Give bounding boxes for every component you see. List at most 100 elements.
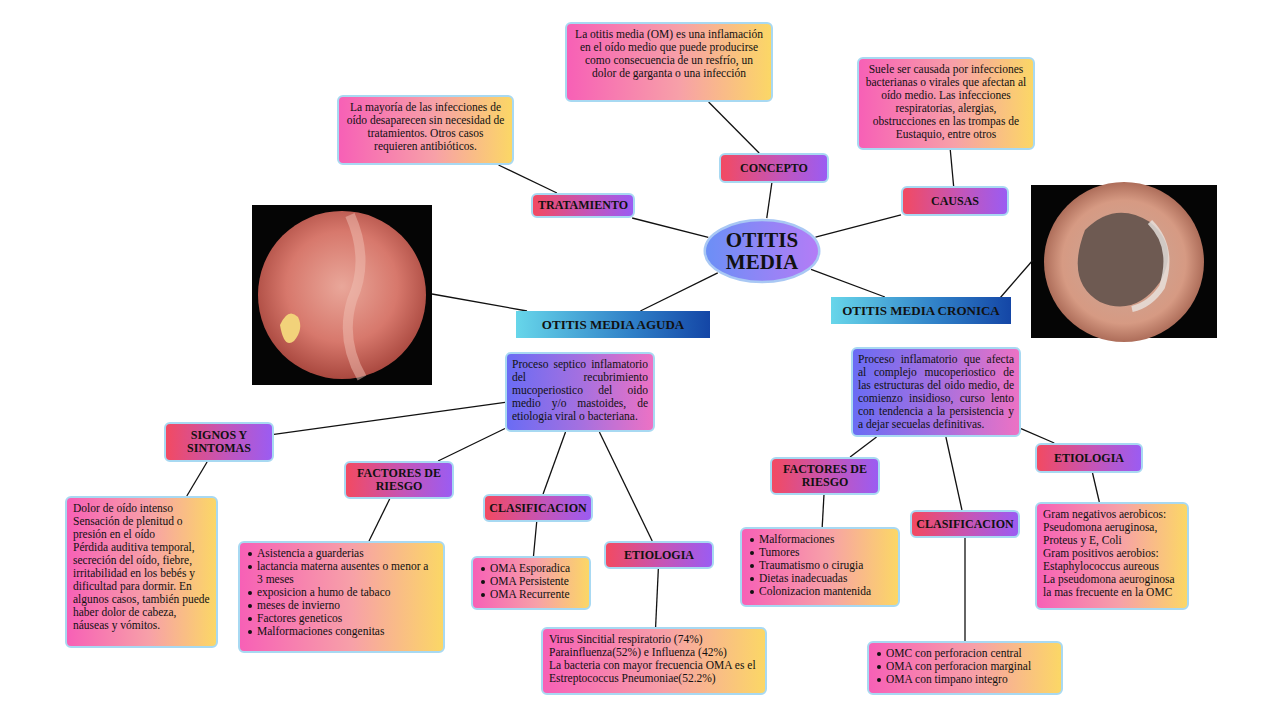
topic-label: CLASIFICACION (910, 510, 1020, 538)
branch-band: OTITIS MEDIA AGUDA (516, 311, 710, 338)
connector-line (640, 273, 717, 311)
concept-box: La otitis media (OM) es una inflamación … (565, 22, 773, 102)
connector-stroke (767, 183, 772, 218)
symptom-box: Dolor de oído intensoSensación de plenit… (65, 496, 218, 648)
connector-line (632, 218, 708, 237)
topic-label: ETIOLOGIA (1035, 443, 1143, 473)
list-item: OMA con perforacion marginal (875, 660, 1055, 673)
connector-stroke (816, 215, 901, 237)
connector-line (822, 495, 824, 527)
node-title: OTITIS MEDIA AGUDA (542, 317, 684, 333)
connector-line (438, 428, 505, 461)
node-text: Gram negativos aerobicos: (1043, 508, 1181, 521)
topic-label: CONCEPTO (719, 153, 829, 183)
list-item: meses de invierno (246, 599, 437, 612)
node-title: TRATAMIENTO (538, 199, 628, 212)
node-text: La bacteria con mayor frecuencia OMA es … (549, 659, 759, 685)
topic-label: SIGNOS Y SINTOMAS (164, 422, 274, 462)
leader-line (1000, 260, 1033, 298)
list-item: Colonizacion mantenida (748, 585, 892, 598)
otoscope-photo-acute (252, 205, 432, 385)
topic-label: FACTORES DE RIESGO (770, 457, 880, 495)
connector-stroke (599, 432, 652, 541)
node-text: Sensación de plenitud o presión en el oí… (73, 515, 210, 541)
node-title: CONCEPTO (740, 162, 808, 175)
connector-line (816, 215, 901, 237)
list-item: OMC con perforacion central (875, 647, 1055, 660)
connector-stroke (534, 522, 537, 556)
list-item: OMA con timpano integro (875, 673, 1055, 686)
list-item: OMA Persistente (479, 575, 583, 588)
topic-label: ETIOLOGIA (604, 541, 714, 569)
node-title: SIGNOS Y SINTOMAS (170, 429, 268, 455)
definition-box: Proceso inflamatorio que afecta al compl… (851, 347, 1021, 437)
otoscope-photo-chronic (1031, 182, 1217, 342)
node-text: Parainfluenza(52%) e Influenza (42%) (549, 646, 759, 659)
list-box: OMA EsporadicaOMA PersistenteOMA Recurre… (471, 556, 591, 610)
connector-line (274, 402, 505, 434)
node-title: FACTORES DE RIESGO (776, 463, 874, 489)
node-title: OTITIS MEDIA CRONICA (842, 303, 999, 319)
topic-label: CLASIFICACION (483, 494, 593, 522)
node-text: Pérdida auditiva temporal, secreción del… (73, 541, 210, 632)
node-title: ETIOLOGIA (624, 549, 694, 562)
node-title: CLASIFICACION (916, 518, 1013, 531)
connector-line (599, 432, 652, 541)
membrane-edge (1132, 222, 1166, 309)
list-item: OMA Esporadica (479, 562, 583, 575)
connector-line (1021, 429, 1054, 443)
etiology-box: Virus Sincitial respiratorio (74%)Parain… (541, 627, 767, 695)
list-box: MalformacionesTumoresTraumatismo o cirug… (740, 527, 900, 607)
list-item: Factores geneticos (246, 612, 437, 625)
connector-stroke (543, 432, 565, 494)
connector-line (543, 432, 565, 494)
node-text: Estaphylococcus aureous (1043, 560, 1181, 573)
node-title: FACTORES DE RIESGO (350, 467, 448, 493)
list-box: OMC con perforacion centralOMA con perfo… (867, 641, 1063, 695)
cause-box: Suele ser causada por infecciones bacter… (857, 57, 1035, 150)
connector-line (950, 150, 953, 186)
photo-background (252, 205, 432, 385)
list-item: OMA Recurrente (479, 588, 583, 601)
list-item: lactancia materna ausentes o menor a 3 m… (246, 560, 437, 586)
connector-line (767, 183, 772, 218)
node-title: CLASIFICACION (489, 502, 586, 515)
node-title: OTITIS MEDIA (713, 229, 811, 273)
connector-stroke (709, 102, 760, 153)
topic-label: CAUSAS (901, 186, 1009, 216)
branch-band: OTITIS MEDIA CRONICA (831, 297, 1011, 324)
connector-stroke (822, 495, 824, 527)
topic-label: FACTORES DE RIESGO (344, 461, 454, 499)
connector-line (369, 499, 390, 541)
connector-line (965, 538, 966, 641)
list-item: Dietas inadecuadas (748, 572, 892, 585)
connector-stroke (964, 538, 965, 641)
connector-stroke (850, 437, 876, 457)
connector-stroke (274, 402, 505, 434)
node-text: Dolor de oído intenso (73, 502, 210, 515)
connector-line (499, 165, 557, 193)
node-title: CAUSAS (931, 195, 979, 208)
reflection (348, 215, 362, 378)
treatment-box: La mayoría de las infecciones de oído de… (337, 95, 514, 165)
connector-line (946, 437, 962, 510)
connector-stroke (369, 499, 390, 541)
node-title: ETIOLOGIA (1054, 452, 1124, 465)
connector-line (811, 269, 885, 297)
central-ellipse: OTITIS MEDIA (703, 218, 821, 284)
list-item: Malformaciones congenitas (246, 625, 437, 638)
leader-line (432, 294, 527, 311)
list-item: exposicion a humo de tabaco (246, 586, 437, 599)
connector-stroke (946, 437, 962, 510)
topic-label: TRATAMIENTO (531, 193, 635, 218)
connector-stroke (187, 462, 207, 496)
list-item: Traumatismo o cirugia (748, 559, 892, 572)
node-text: Suele ser causada por infecciones bacter… (865, 63, 1027, 141)
connector-stroke (656, 569, 659, 627)
connector-line (656, 569, 659, 627)
etiology-box: Gram negativos aerobicos:Pseudomona aeru… (1035, 502, 1189, 610)
connector-stroke (1021, 429, 1054, 443)
connector-stroke (1093, 473, 1100, 502)
connector-stroke (950, 150, 953, 186)
